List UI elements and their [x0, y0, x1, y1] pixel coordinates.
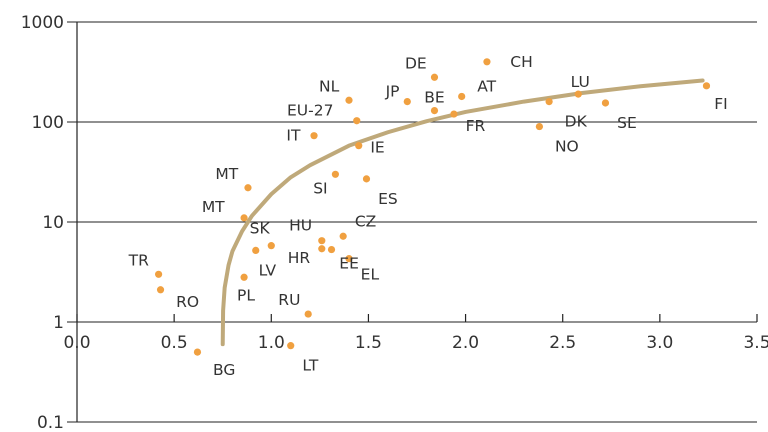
point-se — [601, 99, 610, 107]
x-tick-label: 0.5 — [161, 333, 188, 353]
point-eu-27 — [353, 117, 361, 125]
point-label-ru: RU — [278, 291, 300, 309]
point-label-bg: BG — [213, 361, 235, 379]
point-hu — [318, 237, 326, 245]
point-label-no: NO — [555, 138, 579, 156]
point-label-lv: LV — [259, 262, 277, 280]
point-label-fi: FI — [714, 95, 728, 113]
point-nl — [345, 96, 353, 104]
point-label-es: ES — [378, 190, 398, 208]
trend-layer — [220, 78, 705, 347]
point-label-tr: TR — [128, 251, 149, 269]
point-label-be: BE — [424, 89, 444, 107]
point-ro — [156, 286, 165, 294]
point-hr — [318, 245, 326, 253]
point-lv — [267, 242, 275, 250]
point-no — [535, 122, 544, 131]
x-tick-label: 2.5 — [549, 333, 576, 353]
point-ru — [304, 310, 312, 318]
point-label-at: AT — [477, 77, 496, 95]
point-label-si: SI — [313, 179, 327, 197]
point-ie — [355, 142, 363, 150]
y-tick-label: 1000 — [21, 13, 64, 33]
point-label-ee: EE — [339, 255, 359, 273]
point-label-eu-27: EU-27 — [287, 102, 333, 120]
point-label-sk: SK — [250, 219, 271, 237]
point-si — [331, 170, 339, 178]
point-es — [362, 175, 371, 183]
point-label-ro: RO — [176, 293, 199, 311]
point-ee — [327, 245, 336, 254]
x-tick-label: 2.0 — [452, 333, 479, 353]
point-label-de: DE — [405, 54, 427, 72]
x-tick-label: 3.5 — [743, 333, 768, 353]
point-ch — [483, 58, 491, 66]
trend-line — [220, 78, 705, 347]
point-bg — [193, 348, 202, 356]
point-mt — [240, 214, 248, 222]
point-it — [310, 132, 318, 140]
points-layer — [155, 58, 711, 356]
point-label-mt: MT — [215, 165, 238, 183]
point-jp — [403, 97, 411, 106]
y-tick-label: 0.1 — [37, 413, 64, 432]
point-lu — [574, 90, 582, 98]
x-tick-label: 1.5 — [355, 333, 382, 353]
point-label-ch: CH — [510, 53, 532, 71]
point-mt — [244, 184, 252, 192]
point-lt — [287, 342, 295, 350]
x-tick-label: 1.0 — [258, 333, 285, 353]
x-tick-label: 0.0 — [63, 333, 90, 353]
point-be — [430, 107, 439, 115]
point-label-lu: LU — [571, 73, 590, 91]
y-tick-label: 10 — [42, 213, 64, 233]
point-label-it: IT — [286, 127, 301, 145]
point-label-lt: LT — [302, 357, 319, 375]
x-tick-label: 3.0 — [646, 333, 673, 353]
point-de — [430, 73, 439, 81]
point-pl — [240, 273, 248, 281]
x-axis: 0.0 0.5 1.0 1.5 2.0 2.5 3.0 3.5 — [63, 22, 768, 422]
point-label-el: EL — [361, 266, 380, 284]
y-tick-label: 1 — [53, 313, 64, 333]
y-tick-label: 100 — [32, 113, 64, 133]
point-label-dk: DK — [565, 113, 588, 131]
point-label-mt: MT — [202, 198, 225, 216]
point-cz — [339, 232, 347, 240]
point-dk — [545, 97, 553, 106]
point-label-jp: JP — [385, 83, 400, 101]
point-label-se: SE — [617, 114, 637, 132]
point-label-nl: NL — [319, 77, 340, 95]
point-fi — [702, 82, 711, 90]
point-tr — [155, 270, 163, 278]
point-fr — [450, 110, 458, 118]
point-label-fr: FR — [466, 117, 486, 135]
point-sk — [252, 246, 260, 254]
point-at — [458, 92, 466, 101]
point-label-hr: HR — [288, 249, 311, 267]
point-label-pl: PL — [237, 286, 255, 304]
point-label-cz: CZ — [355, 212, 376, 230]
gridlines: 0.1 1 10 100 1000 — [21, 13, 757, 432]
point-el — [345, 255, 353, 263]
point-label-ie: IE — [370, 139, 384, 157]
point-label-hu: HU — [289, 217, 312, 235]
